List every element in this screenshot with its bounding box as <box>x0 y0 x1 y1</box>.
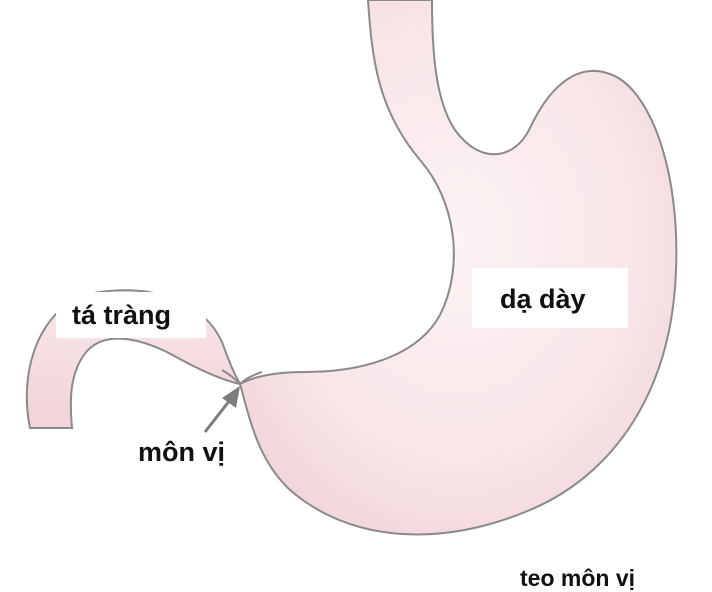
stomach-label: dạ dày <box>500 284 586 315</box>
pylorus-label: môn vị <box>138 437 225 468</box>
duodenum-label: tá tràng <box>72 300 171 331</box>
caption-label: teo môn vị <box>520 565 635 592</box>
pylorus-arrow-shaft <box>205 400 230 432</box>
